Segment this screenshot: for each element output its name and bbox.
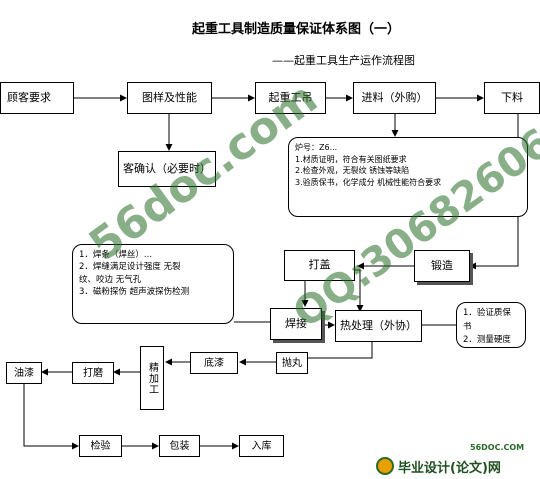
node-polish: 打磨 — [72, 362, 114, 384]
node-customer: 顾客要求 — [0, 82, 74, 114]
node-store: 入库 — [239, 435, 284, 457]
badge-logo-icon — [376, 457, 394, 475]
node-confirm: 客确认（必要时） — [118, 151, 216, 187]
note-material: 炉号：Z6... 1.材质证明，符合有关图纸要求 2.检查外观，无裂纹 锈蚀等缺… — [288, 137, 528, 217]
note-weld-line-3: 纹、咬边 无气孔 — [79, 274, 142, 285]
node-primer: 底漆 — [190, 352, 238, 374]
node-cutting: 下料 — [484, 82, 540, 114]
node-machining: 精加工 — [140, 346, 164, 410]
note-weld-line-2: 2．焊缝满足设计强度 无裂 — [79, 262, 181, 273]
page-subtitle: ——起重工具生产运作流程图 — [272, 54, 415, 67]
node-forging: 锻造 — [414, 250, 470, 282]
node-shot: 抛丸 — [276, 352, 308, 374]
badge-site-text: 56DOC.COM — [470, 443, 525, 452]
node-heat: 热处理（外协） — [335, 310, 422, 342]
note-heat-line-1: 1．验证质保书 — [463, 308, 511, 332]
node-forming: 打盖 — [284, 250, 355, 281]
badge-logo: 毕业设计(论文)网 — [376, 456, 536, 476]
node-pack: 包装 — [159, 435, 200, 457]
node-machining-label: 精加工 — [146, 361, 158, 395]
node-purchase: 进料（外购） — [353, 82, 436, 114]
node-paint: 油漆 — [6, 362, 42, 384]
note-heat: 1．验证质保书 2．测量硬度 — [456, 302, 526, 348]
node-drawing: 图样及性能 — [127, 82, 212, 114]
note-weld-line-4: 3．磁粉探伤 超声波探伤检测 — [79, 286, 190, 297]
note-material-line-1: 炉号：Z6... — [295, 143, 338, 152]
arrow-paint-inspect — [23, 384, 79, 450]
arrow-forming-heat — [355, 269, 364, 312]
note-material-line-3: 2.检查外观，无裂纹 锈蚀等缺陷 — [295, 166, 410, 176]
page-title: 起重工具制造质量保证体系图（一） — [192, 22, 401, 37]
note-weld-line-1: 1．焊条（焊丝）... — [79, 250, 153, 260]
note-heat-line-2: 2．测量硬度 — [463, 335, 511, 346]
node-welding: 焊接 — [270, 308, 322, 340]
link-heat-shot — [299, 342, 373, 362]
node-inspect: 检验 — [79, 435, 122, 457]
node-hoist: 起重工吊 — [255, 82, 326, 114]
note-weld: 1．焊条（焊丝）... 2．焊缝满足设计强度 无裂 纹、咬边 无气孔 3．磁粉探… — [72, 244, 234, 324]
note-material-line-2: 1.材质证明，符合有关图纸要求 — [295, 154, 407, 164]
note-material-line-4: 3.验质保书，化学成分 机械性能符合要求 — [295, 177, 442, 187]
badge-text: 毕业设计(论文)网 — [398, 460, 501, 476]
